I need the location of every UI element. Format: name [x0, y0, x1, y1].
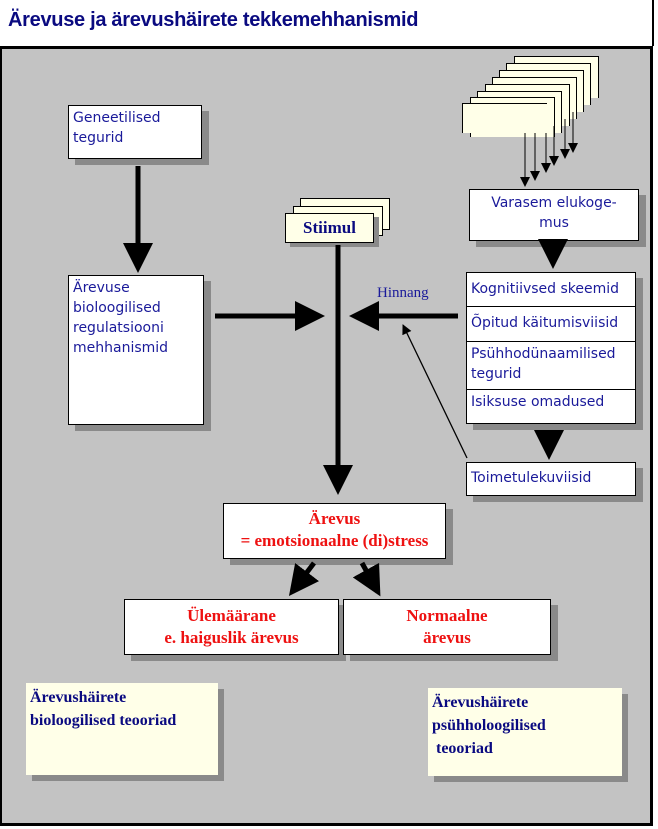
node-line: teooriad	[432, 740, 493, 757]
title-bar: Ärevuse ja ärevushäirete tekkemehhanismi…	[0, 0, 654, 46]
factor-learned-behaviours: Õpitud käitumisviisid	[467, 307, 635, 342]
node-line: regulatsiooni	[73, 320, 164, 336]
factor-cognitive-schemas: Kognitiivsed skeemid	[467, 273, 635, 307]
node-coping: Toimetulekuviisid	[466, 462, 636, 496]
node-line: mehhanismid	[73, 340, 169, 356]
factor-psychodynamic: Psühhodünaamilised tegurid	[467, 342, 635, 390]
experience-card	[462, 103, 547, 133]
node-line: Ärevus	[308, 509, 361, 528]
node-line: Ärevuse	[73, 280, 130, 296]
node-line: tegurid	[73, 130, 124, 146]
node-line: Ärevushäirete	[30, 689, 127, 706]
node-bio-theories: Ärevushäirete bioloogilised teooriad	[26, 683, 218, 775]
node-line: bioloogilised	[73, 300, 161, 316]
page-title: Ärevuse ja ärevushäirete tekkemehhanismi…	[8, 9, 419, 31]
node-anxiety: Ärevus = emotsionaalne (di)stress	[223, 503, 446, 559]
node-excessive-anxiety: Ülemäärane e. haiguslik ärevus	[124, 599, 339, 655]
node-line: ärevus	[423, 628, 471, 647]
factor-label: Isiksuse omadused	[471, 394, 605, 410]
node-line: Normaalne	[406, 606, 488, 625]
node-line: e. haiguslik ärevus	[164, 628, 299, 647]
factor-label: Õpitud käitumisviisid	[471, 315, 619, 331]
node-line: = emotsionaalne (di)stress	[240, 531, 429, 550]
node-line: Ülemäärane	[187, 606, 276, 625]
node-life-experience: Varasem elukoge- mus	[469, 189, 639, 241]
node-normal-anxiety: Normaalne ärevus	[343, 599, 551, 655]
node-bio-regulation: Ärevuse bioloogilised regulatsiooni mehh…	[68, 275, 204, 425]
node-line: bioloogilised teooriad	[30, 712, 177, 729]
node-line: Ärevushäirete	[432, 694, 529, 711]
stimulus-card: Stiimul	[285, 213, 374, 243]
node-psych-theories: Ärevushäirete psühholoogilised teooriad	[428, 688, 622, 776]
node-line: Geneetilised	[73, 110, 161, 126]
node-factors-list: Kognitiivsed skeemid Õpitud käitumisviis…	[466, 272, 636, 424]
factor-label: Kognitiivsed skeemid	[471, 281, 620, 297]
node-line: Toimetulekuviisid	[471, 470, 592, 486]
node-genetic-factors: Geneetilised tegurid	[68, 105, 202, 159]
edge-label-appraisal: Hinnang	[377, 285, 429, 301]
node-line: mus	[539, 215, 569, 231]
factor-personality: Isiksuse omadused	[467, 390, 635, 423]
factor-label: Psühhodünaamilised	[471, 346, 616, 362]
stimulus-label: Stiimul	[303, 218, 356, 237]
node-line: Varasem elukoge-	[491, 195, 617, 211]
factor-label: tegurid	[471, 366, 522, 382]
node-line: psühholoogilised	[432, 717, 546, 734]
